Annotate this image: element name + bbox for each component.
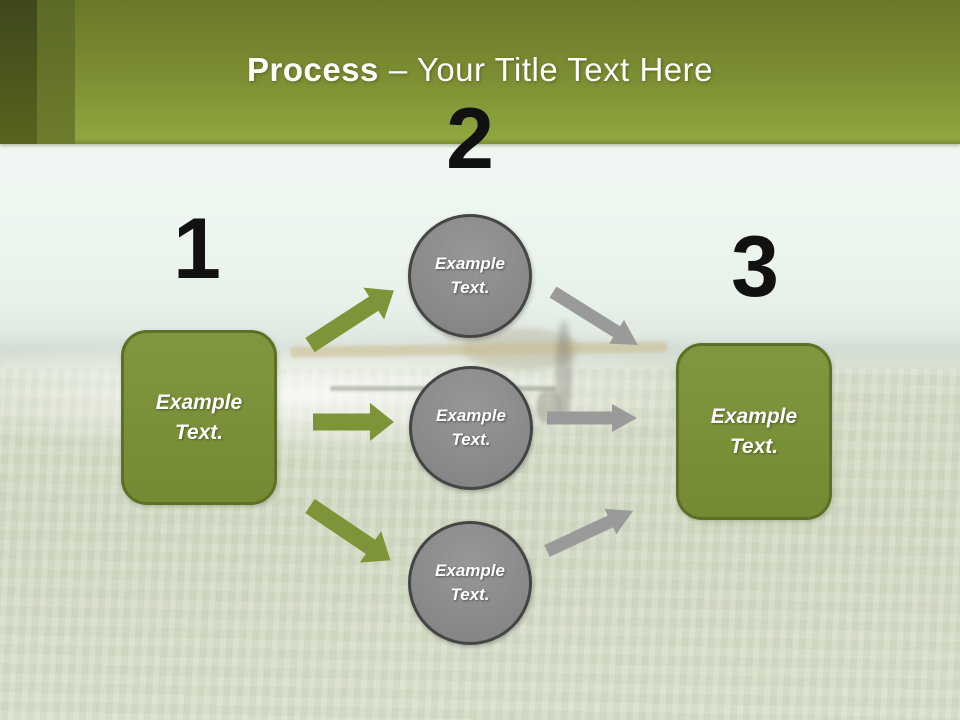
step-number-1[interactable]: 1: [173, 201, 221, 297]
edge-stripe-dark: [0, 0, 37, 144]
edge-stripe-medium: [37, 0, 75, 144]
process-circle-3[interactable]: Example Text.: [408, 521, 532, 645]
process-start-box[interactable]: Example Text.: [121, 330, 277, 505]
process-circle-2-label: Example Text.: [436, 406, 506, 449]
process-circle-3-label: Example Text.: [435, 561, 505, 604]
plane-propeller: [556, 320, 572, 422]
process-end-box[interactable]: Example Text.: [676, 343, 832, 520]
slide-title-keyword: Process: [246, 51, 379, 88]
plane-landing-gear: [536, 390, 562, 424]
header-band: Process– Your Title Text Here: [0, 0, 960, 144]
process-circle-2[interactable]: Example Text.: [409, 366, 533, 490]
step-number-3[interactable]: 3: [731, 219, 779, 315]
slide-title-subtitle: – Your Title Text Here: [388, 51, 714, 88]
process-end-label: Example Text.: [710, 404, 798, 458]
step-number-2[interactable]: 2: [446, 91, 494, 187]
process-circle-1[interactable]: Example Text.: [408, 214, 532, 338]
process-circle-1-label: Example Text.: [435, 254, 505, 297]
slide-title[interactable]: Process– Your Title Text Here: [0, 51, 960, 88]
process-start-label: Example Text.: [155, 390, 243, 444]
